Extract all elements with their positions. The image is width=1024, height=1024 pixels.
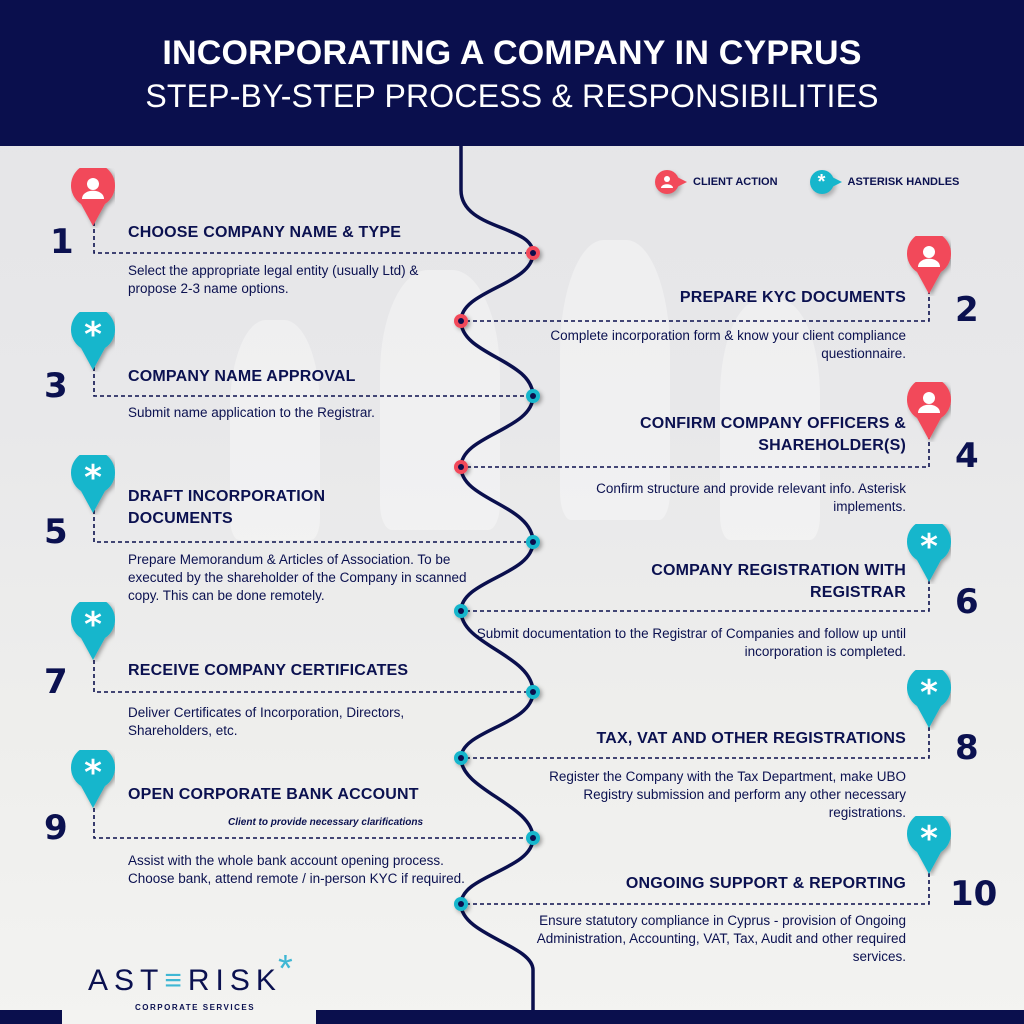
asterisk-icon: *: [809, 170, 842, 194]
step-desc-4: Confirm structure and provide relevant i…: [596, 481, 906, 514]
step-number-1: 1: [50, 222, 74, 262]
step-number-9: 9: [44, 808, 68, 848]
step-title-9-text: OPEN CORPORATE BANK ACCOUNT: [128, 786, 419, 803]
header-banner: INCORPORATING A COMPANY IN CYPRUS STEP-B…: [0, 0, 1024, 146]
person-icon: [655, 170, 687, 194]
step-number-8: 8: [955, 728, 979, 768]
step-title-5: DRAFT INCORPORATION DOCUMENTS: [128, 488, 326, 527]
asterisk-pin-icon: *: [71, 312, 115, 370]
svg-text:*: *: [920, 819, 938, 859]
step-desc-1: Select the appropriate legal entity (usu…: [128, 263, 419, 296]
svg-text:*: *: [84, 315, 102, 355]
asterisk-pin-icon: *: [71, 602, 115, 660]
step-desc-6: Submit documentation to the Registrar of…: [476, 626, 906, 659]
step-number-3: 3: [44, 366, 68, 406]
step-number-6: 6: [955, 582, 979, 622]
step-title-6: COMPANY REGISTRATION WITH REGISTRAR: [651, 562, 906, 601]
brand-name-e: ≡: [164, 964, 188, 997]
step-desc-10: Ensure statutory compliance in Cyprus - …: [536, 913, 906, 964]
step-title-9: OPEN CORPORATE BANK ACCOUNT: [128, 784, 488, 806]
asterisk-logo-icon: *: [278, 948, 293, 990]
background-decoration: [720, 300, 820, 540]
background-decoration: [560, 240, 670, 520]
footer-bar: [316, 1010, 1024, 1024]
svg-text:*: *: [84, 458, 102, 498]
step-number-5: 5: [44, 512, 68, 552]
svg-text:*: *: [920, 527, 938, 567]
asterisk-pin-icon: *: [71, 455, 115, 513]
svg-text:*: *: [84, 605, 102, 645]
brand-name-part: RISK: [187, 964, 282, 997]
legend-asterisk-handles: * ASTERISK HANDLES: [809, 170, 960, 194]
page-subtitle: STEP-BY-STEP PROCESS & RESPONSIBILITIES: [145, 78, 879, 114]
step-title-4: CONFIRM COMPANY OFFICERS & SHAREHOLDER(S…: [640, 415, 906, 454]
step-number-2: 2: [955, 290, 979, 330]
legend: CLIENT ACTION * ASTERISK HANDLES: [655, 170, 981, 194]
step-desc-5: Prepare Memorandum & Articles of Associa…: [128, 552, 467, 603]
step-desc-9: Assist with the whole bank account openi…: [128, 853, 465, 886]
asterisk-pin-icon: *: [907, 670, 951, 728]
step-title-2: PREPARE KYC DOCUMENTS: [679, 289, 906, 306]
step-desc-7: Deliver Certificates of Incorporation, D…: [128, 705, 405, 738]
brand-name-part: AST: [88, 964, 165, 997]
person-pin-icon: [907, 382, 951, 440]
asterisk-pin-icon: *: [907, 816, 951, 874]
svg-text:*: *: [920, 673, 938, 713]
asterisk-pin-icon: *: [71, 750, 115, 808]
step-number-10: 10: [950, 874, 998, 914]
page-title: INCORPORATING A COMPANY IN CYPRUS: [162, 34, 862, 72]
step-number-7: 7: [44, 662, 68, 702]
asterisk-pin-icon: *: [907, 524, 951, 582]
background-decoration: [230, 320, 320, 540]
legend-client-action: CLIENT ACTION: [655, 170, 778, 194]
footer-bar: [0, 1010, 62, 1024]
step-desc-3: Submit name application to the Registrar…: [128, 405, 375, 420]
step-title-7: RECEIVE COMPANY CERTIFICATES: [128, 662, 409, 679]
step-title-1: CHOOSE COMPANY NAME & TYPE: [128, 224, 402, 241]
step-title-3: COMPANY NAME APPROVAL: [128, 368, 356, 385]
person-pin-icon: [71, 168, 115, 226]
step-title-10: ONGOING SUPPORT & REPORTING: [625, 875, 906, 892]
step-desc-8: Register the Company with the Tax Depart…: [549, 769, 906, 820]
step-desc-2: Complete incorporation form & know your …: [550, 328, 906, 361]
person-pin-icon: [907, 236, 951, 294]
legend-label: ASTERISK HANDLES: [847, 176, 960, 188]
step-title-8: TAX, VAT AND OTHER REGISTRATIONS: [596, 730, 906, 747]
background-decoration: [380, 270, 500, 530]
brand-logo: AST≡RISK *: [88, 948, 293, 998]
legend-label: CLIENT ACTION: [693, 176, 778, 188]
svg-text:*: *: [84, 753, 102, 793]
step-number-4: 4: [955, 436, 979, 476]
step-note-9: Client to provide necessary clarificatio…: [228, 817, 424, 828]
brand-tagline: CORPORATE SERVICES: [135, 1003, 256, 1012]
